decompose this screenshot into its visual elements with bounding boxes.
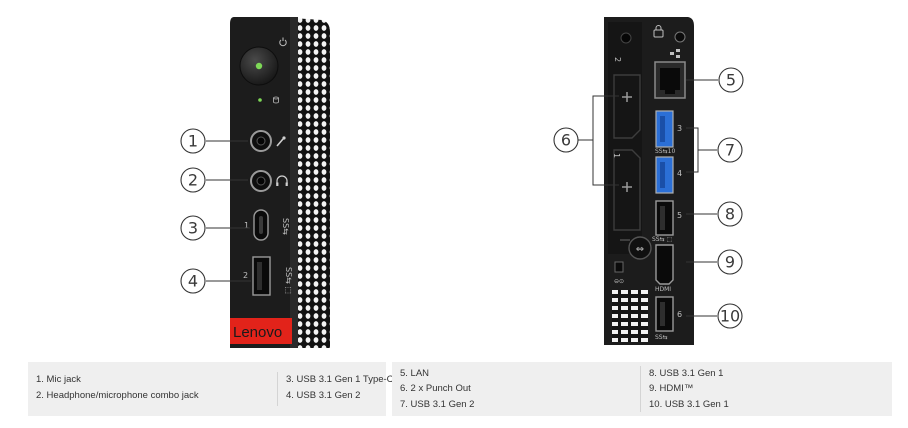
ss-label-c: SS⇆: [655, 334, 668, 341]
superspeed-usb-10-icon: SS⇆ ⬚: [284, 267, 293, 294]
hdmi-port: [655, 244, 674, 285]
callout-6: 6: [553, 127, 579, 153]
svg-text:3: 3: [188, 219, 198, 238]
callout-3: 3: [180, 215, 206, 241]
svg-text:2: 2: [188, 171, 198, 190]
usb-port-6: [655, 296, 674, 332]
svg-text:9: 9: [725, 253, 735, 272]
rear-callouts: 5 6 7 8 9 10: [553, 67, 744, 329]
brand-logo: Lenovo: [230, 318, 292, 344]
kensington-slot: [674, 31, 686, 43]
mic-icon: [276, 136, 286, 147]
headset-jack: [250, 170, 272, 192]
legend-item: 6. 2 x Punch Out: [400, 383, 471, 394]
legend-column: 5. LAN 6. 2 x Punch Out 7. USB 3.1 Gen 2: [392, 362, 640, 416]
dc-label: ⊖⊙: [614, 278, 624, 285]
callout-8: 8: [717, 201, 743, 227]
hdmi-label: HDMI: [655, 286, 671, 293]
svg-text:7: 7: [725, 141, 735, 160]
legend-column: 3. USB 3.1 Gen 1 Type-C 4. USB 3.1 Gen 2: [278, 362, 394, 416]
callout-7: 7: [717, 137, 743, 163]
slot-number-2: 2: [613, 57, 622, 62]
callout-1: 1: [180, 128, 206, 154]
svg-text:Lenovo: Lenovo: [233, 324, 282, 341]
power-connector: ⇔: [620, 236, 652, 260]
svg-text:6: 6: [561, 131, 571, 150]
power-button: [239, 46, 279, 86]
legend-item: 5. LAN: [400, 368, 430, 379]
legend-item: 2. Headphone/microphone combo jack: [36, 390, 199, 401]
rear-vents: [612, 290, 648, 342]
usb-number-4: 4: [677, 169, 682, 178]
svg-text:1: 1: [188, 132, 198, 151]
legend-item: 9. HDMI™: [649, 383, 694, 394]
port-number-1: 1: [244, 221, 249, 230]
power-icon: [279, 37, 287, 47]
headset-icon: [276, 175, 288, 186]
legend-item: 1. Mic jack: [36, 374, 81, 385]
usb-port-3: [655, 110, 674, 148]
legend-item: 10. USB 3.1 Gen 1: [649, 399, 729, 410]
slot-number-1: 1: [612, 153, 621, 158]
usb-number-3: 3: [677, 124, 682, 133]
port-number-2: 2: [243, 271, 248, 280]
lock-icon: [653, 25, 664, 38]
legend-divider: [277, 372, 278, 406]
usb-number-6: 6: [677, 310, 682, 319]
callout-10: 10: [717, 303, 743, 329]
mic-jack: [250, 130, 272, 152]
legend-column: 1. Mic jack 2. Headphone/microphone comb…: [28, 362, 278, 416]
lan-port: [654, 61, 686, 99]
front-ports-legend: 1. Mic jack 2. Headphone/microphone comb…: [28, 362, 394, 416]
svg-text:10: 10: [720, 307, 740, 326]
cable-hole: [620, 32, 632, 44]
superspeed-usb-icon: SS⇆: [281, 218, 290, 235]
legend-column: 8. USB 3.1 Gen 1 9. HDMI™ 10. USB 3.1 Ge…: [641, 362, 892, 416]
rear-panel: 2 1 3 SS⇆10 4 5 SS⇆ ⬚: [604, 17, 694, 345]
rear-ports-legend: 5. LAN 6. 2 x Punch Out 7. USB 3.1 Gen 2…: [392, 362, 892, 416]
product-illustration: 1 SS⇆ 2 SS⇆ ⬚ Lenovo 1 2 3: [180, 17, 744, 348]
callout-9: 9: [717, 249, 743, 275]
legend-item: 3. USB 3.1 Gen 1 Type-C: [286, 374, 394, 385]
callout-2: 2: [180, 167, 206, 193]
usb-port-5: [655, 200, 674, 236]
legend-item: 7. USB 3.1 Gen 2: [400, 399, 475, 410]
legend-item: 8. USB 3.1 Gen 1: [649, 368, 724, 379]
callout-4: 4: [180, 268, 206, 294]
front-callouts: 1 2 3 4: [180, 128, 251, 294]
vent-grille: [292, 18, 330, 348]
dc-in-port: [614, 261, 624, 273]
svg-text:8: 8: [725, 205, 735, 224]
hdd-led: [258, 98, 262, 102]
svg-text:⇔: ⇔: [636, 244, 644, 255]
hdd-icon: [273, 96, 279, 104]
usb-port-4: [655, 156, 674, 194]
ss10-label-a: SS⇆10: [655, 148, 675, 155]
punch-out-slot-2: [613, 74, 641, 139]
legend-divider: [640, 366, 641, 412]
svg-text:4: 4: [188, 272, 198, 291]
svg-text:5: 5: [726, 71, 736, 90]
usb-c-port: [253, 209, 269, 241]
callout-5: 5: [718, 67, 744, 93]
network-icon: [670, 49, 680, 58]
usb-a-port: [252, 256, 271, 296]
punch-out-slot-1: [613, 149, 641, 231]
usb-number-5: 5: [677, 211, 682, 220]
front-panel: 1 SS⇆ 2 SS⇆ ⬚ Lenovo: [230, 17, 330, 348]
legend-item: 4. USB 3.1 Gen 2: [286, 390, 361, 401]
ss-label-b: SS⇆ ⬚: [652, 236, 672, 243]
